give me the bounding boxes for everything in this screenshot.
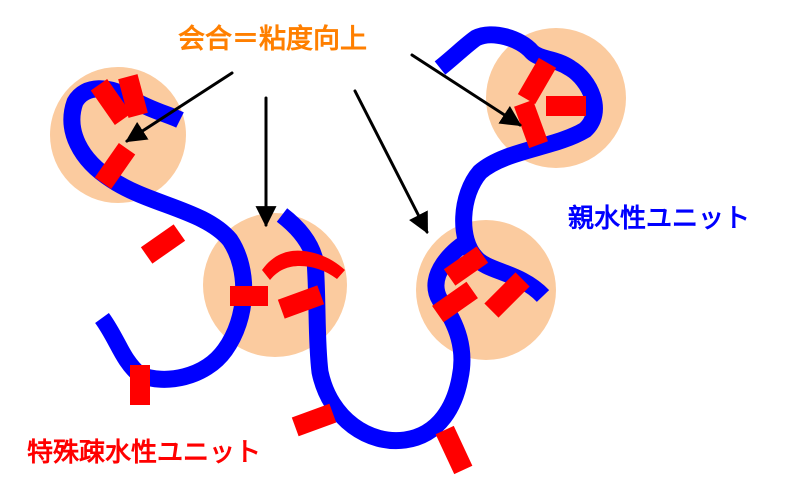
- hydrophobic-unit-2: [118, 74, 148, 118]
- hydrophobic-unit-14: [546, 96, 586, 116]
- hydrophobic-units: [90, 57, 586, 475]
- arrow-to-zone-3: [353, 89, 429, 234]
- hydrophobic-unit-15: [514, 99, 548, 149]
- hydrophobic-unit-13: [517, 57, 557, 105]
- hydrophilic-chain-middle: [276, 208, 475, 450]
- association-arrows: [125, 53, 522, 234]
- hydrophobic-unit-7: [130, 365, 150, 405]
- hydrophobic-unit-12: [484, 272, 530, 318]
- hydrophobic-unit-6: [277, 285, 325, 319]
- association-label: 会合＝粘度向上: [178, 24, 367, 55]
- hydrophobic-unit-9: [435, 425, 473, 475]
- hydrophobic-unit-8: [291, 403, 337, 437]
- hydrophobic-unit-11: [432, 281, 478, 323]
- hydrophobic-unit-10: [443, 246, 489, 286]
- hydrophobic-unit-label: 特殊疎水性ユニット: [27, 438, 262, 468]
- hydrophilic-unit-label: 親水性ユニット: [568, 204, 751, 234]
- hydrophobic-unit-1: [90, 79, 132, 125]
- arrow-to-zone-1: [125, 71, 234, 143]
- hydrophobic-unit-curved: [262, 250, 345, 280]
- hydrophobic-unit-4: [140, 224, 186, 264]
- hydrophobic-unit-5: [230, 286, 268, 306]
- hydrophobic-unit-3: [94, 143, 136, 189]
- arrow-to-zone-4: [410, 53, 522, 127]
